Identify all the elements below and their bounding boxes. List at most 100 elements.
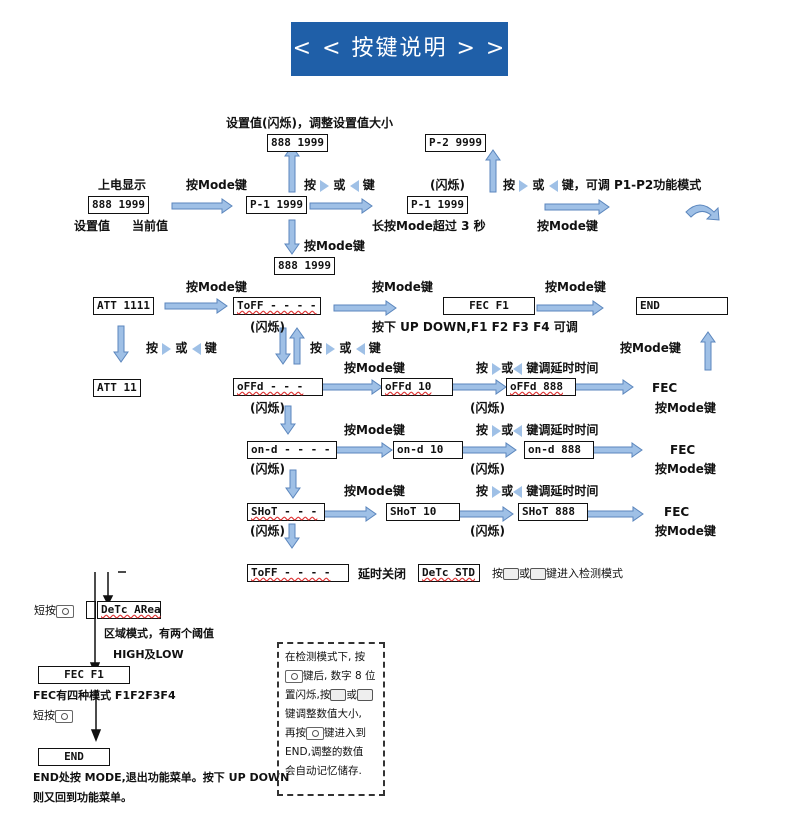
right-key-icon [356, 689, 373, 701]
blink-label: (闪烁) [430, 178, 465, 192]
up-triangle-icon [320, 179, 330, 192]
down-triangle-icon [513, 362, 523, 375]
press-mode-label: 按Mode键 [344, 423, 405, 437]
arrow-right [164, 298, 228, 314]
display-shot: SHoT - - - [247, 503, 325, 521]
display-offd: oFFd - - - [233, 378, 323, 396]
delay-off-label: 延时关闭 [358, 567, 407, 581]
arrow-right [572, 379, 634, 395]
blink-label: (闪烁) [470, 401, 505, 415]
display-shot-10: SHoT 10 [386, 503, 460, 521]
press-mode-label: 按Mode键 [655, 401, 716, 415]
arrow-down [285, 469, 301, 499]
arrow-right [536, 300, 604, 316]
detect-mode-note: 在检测模式下, 按 键后, 数字 8 位 置闪烁,按或 键调整数值大小, 再按键… [277, 642, 385, 796]
press-mode-label: 按Mode键 [545, 280, 606, 294]
blink-label: (闪烁) [250, 401, 285, 415]
display-fec: FEC F1 [443, 297, 535, 315]
right-key-icon [530, 568, 546, 580]
page-banner: < < 按键说明 > > [291, 22, 508, 76]
arrow-down [113, 325, 129, 363]
display-detc-area: DeTc ARea [97, 601, 161, 619]
press-updown-p1p2: 按 或 键，可调 P1-P2功能模式 [503, 178, 702, 192]
delay-label: 按 或 键调延时时间 [476, 484, 599, 498]
display-att-11: ATT 11 [93, 379, 141, 397]
arrow-down [280, 405, 296, 435]
blink-label: (闪烁) [470, 462, 505, 476]
blink-label: (闪烁) [250, 462, 285, 476]
press-mode-label: 按Mode键 [344, 361, 405, 375]
set-key-icon [56, 604, 74, 618]
up-triangle-icon [492, 485, 502, 498]
setval-caption: 设置值(闪烁)，调整设置值大小 [226, 116, 393, 130]
display-offd-10: oFFd 10 [381, 378, 453, 396]
arrow-right [335, 442, 393, 458]
display-888-top: 888 1999 [267, 134, 328, 152]
display-fec-f1: FEC F1 [38, 666, 130, 684]
arrow-right [309, 198, 373, 214]
arrow-right [587, 442, 643, 458]
set-key-icon [55, 709, 73, 723]
press-mode-label: 按Mode键 [186, 280, 247, 294]
high-low-label: HIGH及LOW [113, 648, 184, 661]
press-mode-label: 按Mode键 [655, 462, 716, 476]
arrow-down [275, 327, 291, 365]
arrow-right [544, 199, 610, 215]
note-line: END,调整的数值 [285, 746, 364, 758]
display-ond-10: on-d 10 [393, 441, 463, 459]
arrow-right [319, 379, 383, 395]
poweron-label: 上电显示 [98, 178, 147, 192]
note-line: 在检测模式下, 按 [285, 651, 366, 663]
fec-label: FEC [670, 443, 696, 457]
press-mode-label: 按Mode键 [537, 219, 598, 233]
return-arrow [685, 204, 720, 221]
press-mode-label: 按Mode键 [372, 280, 433, 294]
detect-mode-label: 按或键进入检测模式 [492, 567, 623, 580]
display-detc-std: DeTc STD [418, 564, 480, 582]
fec-label: FEC [652, 381, 678, 395]
press-mode-label: 按Mode键 [304, 239, 365, 253]
down-triangle-icon [548, 179, 558, 192]
display-att: ATT 1111 [93, 297, 154, 315]
short-press-label: 短按 [33, 709, 73, 723]
down-triangle-icon [191, 342, 201, 355]
display-shot-888: SHoT 888 [518, 503, 588, 521]
press-updown-att: 按 或 键 [146, 341, 217, 355]
display-end-left: END [38, 748, 110, 766]
press-updown-label: 按 或 键 [304, 178, 375, 192]
setval-label: 设置值 [74, 219, 111, 233]
fec-hint: 按下 UP DOWN,F1 F2 F3 F4 可调 [372, 320, 578, 334]
display-toff-2: ToFF - - - - [247, 564, 349, 582]
end-note-1: END处按 MODE,退出功能菜单。按下 UP DOWN [33, 771, 290, 784]
display-p1: P-1 1999 [246, 196, 307, 214]
press-mode-label: 按Mode键 [655, 524, 716, 538]
up-triangle-icon [492, 424, 502, 437]
delay-label: 按 或 键调延时时间 [476, 361, 599, 375]
arrow-right [171, 198, 233, 214]
display-p2: P-2 9999 [425, 134, 486, 152]
display-end: END [636, 297, 728, 315]
blink-label: (闪烁) [250, 320, 285, 334]
display-888-left: 888 1999 [88, 196, 149, 214]
press-mode-label: 按Mode键 [186, 178, 247, 192]
fec-label: FEC [664, 505, 690, 519]
arrow-right [321, 506, 377, 522]
blink-label: (闪烁) [250, 524, 285, 538]
left-key-icon [330, 689, 347, 701]
arrow-up [289, 327, 305, 365]
display-ond-888: on-d 888 [524, 441, 594, 459]
arrow-up [700, 331, 716, 371]
note-line: 再按键进入到 [285, 726, 366, 740]
down-triangle-icon [513, 424, 523, 437]
display-p1-b: P-1 1999 [407, 196, 468, 214]
end-note-2: 则又回到功能菜单。 [33, 791, 132, 804]
curval-label: 当前值 [132, 219, 169, 233]
display-toff: ToFF - - - - [233, 297, 321, 315]
arrow-up [284, 145, 300, 193]
blink-label: (闪烁) [470, 524, 505, 538]
display-888-bottom: 888 1999 [274, 257, 335, 275]
key-outline [86, 601, 96, 619]
display-offd-888: oFFd 888 [506, 378, 576, 396]
press-mode-label: 按Mode键 [620, 341, 681, 355]
note-line: 置闪烁,按或 [285, 686, 379, 705]
